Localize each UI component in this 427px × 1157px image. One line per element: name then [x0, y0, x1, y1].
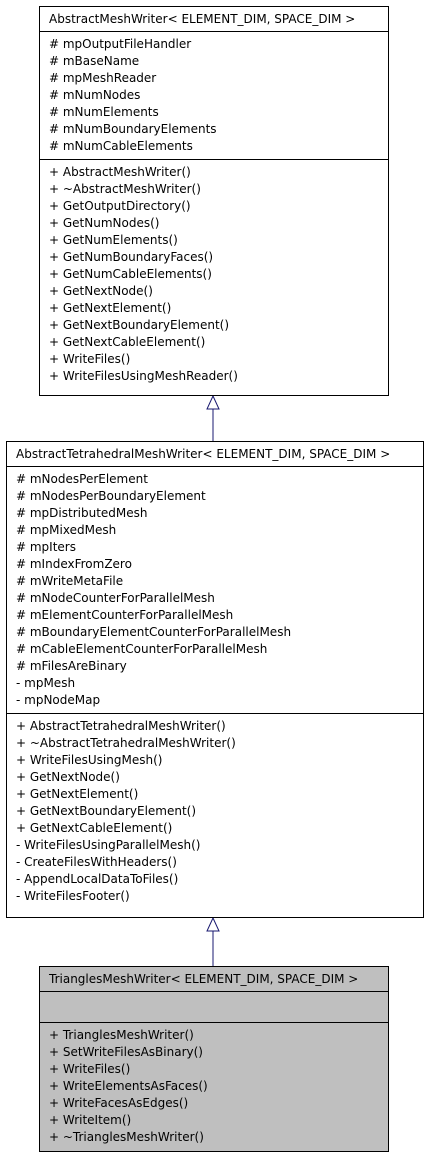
attribute[interactable]: # mFilesAreBinary: [16, 659, 127, 673]
attribute[interactable]: # mWriteMetaFile: [16, 574, 124, 588]
methods-section: + AbstractTetrahedralMeshWriter() + ~Abs…: [7, 713, 423, 909]
method[interactable]: + WriteFiles(): [49, 352, 131, 366]
method[interactable]: + SetWriteFilesAsBinary(): [49, 1045, 203, 1059]
method[interactable]: + WriteFiles(): [49, 1062, 131, 1076]
method[interactable]: + GetNextNode(): [49, 284, 153, 298]
method[interactable]: + GetNumCableElements(): [49, 267, 212, 281]
method[interactable]: - WriteFilesUsingParallelMesh(): [16, 838, 201, 852]
method[interactable]: + GetNextCableElement(): [16, 821, 173, 835]
method[interactable]: + ~TrianglesMeshWriter(): [49, 1130, 204, 1144]
class-name: AbstractMeshWriter< ELEMENT_DIM, SPACE_D…: [40, 7, 388, 32]
attribute[interactable]: # mpMixedMesh: [16, 523, 117, 537]
attribute[interactable]: # mpMeshReader: [49, 71, 157, 85]
method[interactable]: - WriteFilesFooter(): [16, 889, 130, 903]
method[interactable]: + TrianglesMeshWriter(): [49, 1028, 194, 1042]
method[interactable]: + GetOutputDirectory(): [49, 199, 191, 213]
method[interactable]: + WriteItem(): [49, 1113, 132, 1127]
attribute[interactable]: # mNumNodes: [49, 88, 141, 102]
method[interactable]: + ~AbstractMeshWriter(): [49, 182, 201, 196]
attribute[interactable]: # mpOutputFileHandler: [49, 37, 192, 51]
inheritance-arrow-tetrahedral-to-abstract: [206, 394, 220, 441]
method[interactable]: + GetNumNodes(): [49, 216, 160, 230]
class-box-triangles-mesh-writer[interactable]: TrianglesMeshWriter< ELEMENT_DIM, SPACE_…: [39, 966, 389, 1152]
attribute[interactable]: - mpNodeMap: [16, 693, 101, 707]
class-name: TrianglesMeshWriter< ELEMENT_DIM, SPACE_…: [40, 967, 388, 992]
methods-section: + TrianglesMeshWriter() + SetWriteFilesA…: [40, 1022, 388, 1150]
attribute[interactable]: # mNumElements: [49, 105, 159, 119]
class-box-abstract-mesh-writer[interactable]: AbstractMeshWriter< ELEMENT_DIM, SPACE_D…: [39, 6, 389, 396]
method[interactable]: + AbstractTetrahedralMeshWriter(): [16, 719, 226, 733]
attributes-section: # mpOutputFileHandler # mBaseName # mpMe…: [40, 32, 388, 159]
attributes-section: # mNodesPerElement # mNodesPerBoundaryEl…: [7, 467, 423, 713]
method[interactable]: + WriteFilesUsingMesh(): [16, 753, 163, 767]
attribute[interactable]: - mpMesh: [16, 676, 76, 690]
attribute[interactable]: # mElementCounterForParallelMesh: [16, 608, 234, 622]
method[interactable]: - AppendLocalDataToFiles(): [16, 872, 179, 886]
method[interactable]: + GetNextCableElement(): [49, 335, 206, 349]
method[interactable]: + AbstractMeshWriter(): [49, 165, 191, 179]
attribute[interactable]: # mNumCableElements: [49, 139, 193, 153]
inheritance-arrow-triangles-to-tetrahedral: [206, 916, 220, 966]
class-name: AbstractTetrahedralMeshWriter< ELEMENT_D…: [7, 442, 423, 467]
method[interactable]: + WriteFacesAsEdges(): [49, 1096, 189, 1110]
methods-section: + AbstractMeshWriter() + ~AbstractMeshWr…: [40, 159, 388, 389]
attributes-section: [40, 992, 388, 1022]
attribute[interactable]: # mBoundaryElementCounterForParallelMesh: [16, 625, 292, 639]
method[interactable]: + GetNextNode(): [16, 770, 120, 784]
attribute[interactable]: # mIndexFromZero: [16, 557, 132, 571]
method[interactable]: - CreateFilesWithHeaders(): [16, 855, 177, 869]
attribute[interactable]: # mCableElementCounterForParallelMesh: [16, 642, 268, 656]
method[interactable]: + GetNumElements(): [49, 233, 178, 247]
attribute[interactable]: # mBaseName: [49, 54, 140, 68]
method[interactable]: + ~AbstractTetrahedralMeshWriter(): [16, 736, 236, 750]
method[interactable]: + WriteFilesUsingMeshReader(): [49, 369, 238, 383]
method[interactable]: + GetNextElement(): [16, 787, 139, 801]
method[interactable]: + GetNextBoundaryElement(): [49, 318, 230, 332]
attribute[interactable]: # mNodeCounterForParallelMesh: [16, 591, 215, 605]
method[interactable]: + WriteElementsAsFaces(): [49, 1079, 208, 1093]
method[interactable]: + GetNumBoundaryFaces(): [49, 250, 214, 264]
attribute[interactable]: # mpDistributedMesh: [16, 506, 148, 520]
method[interactable]: + GetNextElement(): [49, 301, 172, 315]
attribute[interactable]: # mNumBoundaryElements: [49, 122, 217, 136]
attribute[interactable]: # mpIters: [16, 540, 76, 554]
attribute[interactable]: # mNodesPerElement: [16, 472, 148, 486]
attribute[interactable]: # mNodesPerBoundaryElement: [16, 489, 206, 503]
method[interactable]: + GetNextBoundaryElement(): [16, 804, 197, 818]
class-box-abstract-tetrahedral-mesh-writer[interactable]: AbstractTetrahedralMeshWriter< ELEMENT_D…: [6, 441, 424, 918]
